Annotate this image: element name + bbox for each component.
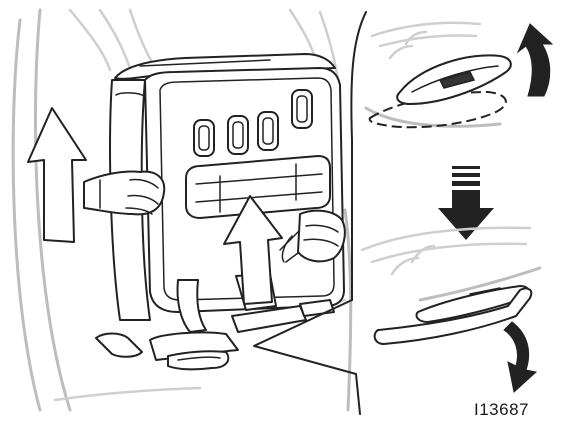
- seat-back-slots: [193, 89, 313, 157]
- pull-arrow-curved: [516, 23, 554, 97]
- seat-back-strap-bar: [185, 155, 331, 219]
- callout-divider: [253, 11, 367, 415]
- figure-id-label: I13687: [474, 400, 529, 419]
- strap-arrow-curved: [503, 321, 538, 393]
- lift-arrow-outline-left: [27, 107, 87, 243]
- inset-strap-release: [360, 226, 542, 345]
- right-hand: [281, 209, 346, 263]
- left-hand: [83, 170, 166, 216]
- lift-arrow-outline-center: [223, 195, 283, 305]
- inset-lever-pull: [364, 21, 512, 129]
- sequence-arrow-down: [438, 166, 494, 240]
